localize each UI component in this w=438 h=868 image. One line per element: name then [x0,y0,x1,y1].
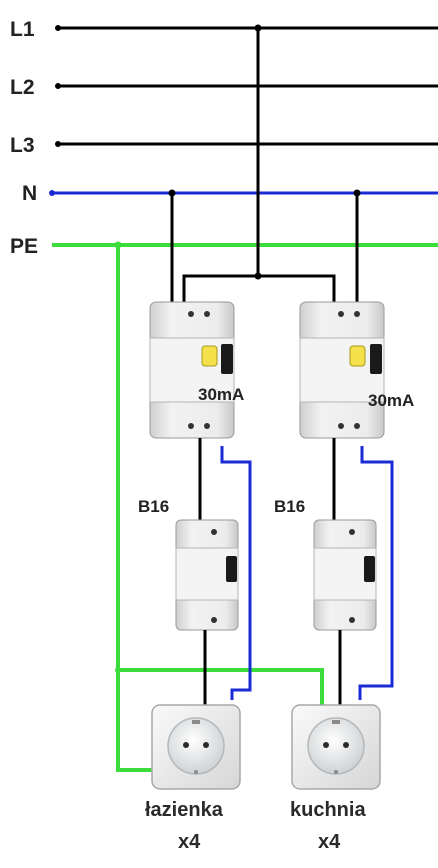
mcb-toggle-right [364,556,375,582]
bus-label-pe: PE [10,235,38,258]
rcd-rating-right: 30mA [368,391,414,410]
bus-l1-terminal [55,25,61,31]
rcd-breaker-right [299,301,385,439]
socket-outlet-right [291,704,381,790]
bus-label-n: N [22,182,37,205]
bus-l2-terminal [55,83,61,89]
device-column-right: 30mA B16 kuchnia x4 [274,301,414,853]
bus-label-l1: L1 [10,18,35,41]
bus-l3-terminal [55,141,61,147]
count-label-right: x4 [318,831,341,853]
mcb-breaker-right [313,519,377,631]
mcb-rating-right: B16 [274,497,305,516]
rcd-test-button-right [349,345,366,367]
rcd-rating-left: 30mA [198,385,244,404]
pe-wiring [114,241,324,772]
room-label-left: łazienka [145,799,224,821]
rcd-breaker-left [149,301,235,439]
mcb-toggle-left [226,556,237,582]
rcd-test-button-left [201,345,218,367]
bus-label-l3: L3 [10,134,35,157]
phase-feed-wiring [168,24,361,306]
socket-outlet-left [151,704,241,790]
rcd-toggle-right [370,344,382,374]
rcd-toggle-left [221,344,233,374]
bus-labels: L1 L2 L3 N PE [10,18,38,258]
device-column-left: 30mA B16 łazienka x4 [138,301,252,853]
mcb-rating-left: B16 [138,497,169,516]
bus-bars [49,25,438,247]
mcb-breaker-left [175,519,239,631]
room-label-right: kuchnia [290,799,366,821]
bus-n-terminal [49,190,55,196]
count-label-left: x4 [178,831,201,853]
bus-label-l2: L2 [10,76,35,99]
